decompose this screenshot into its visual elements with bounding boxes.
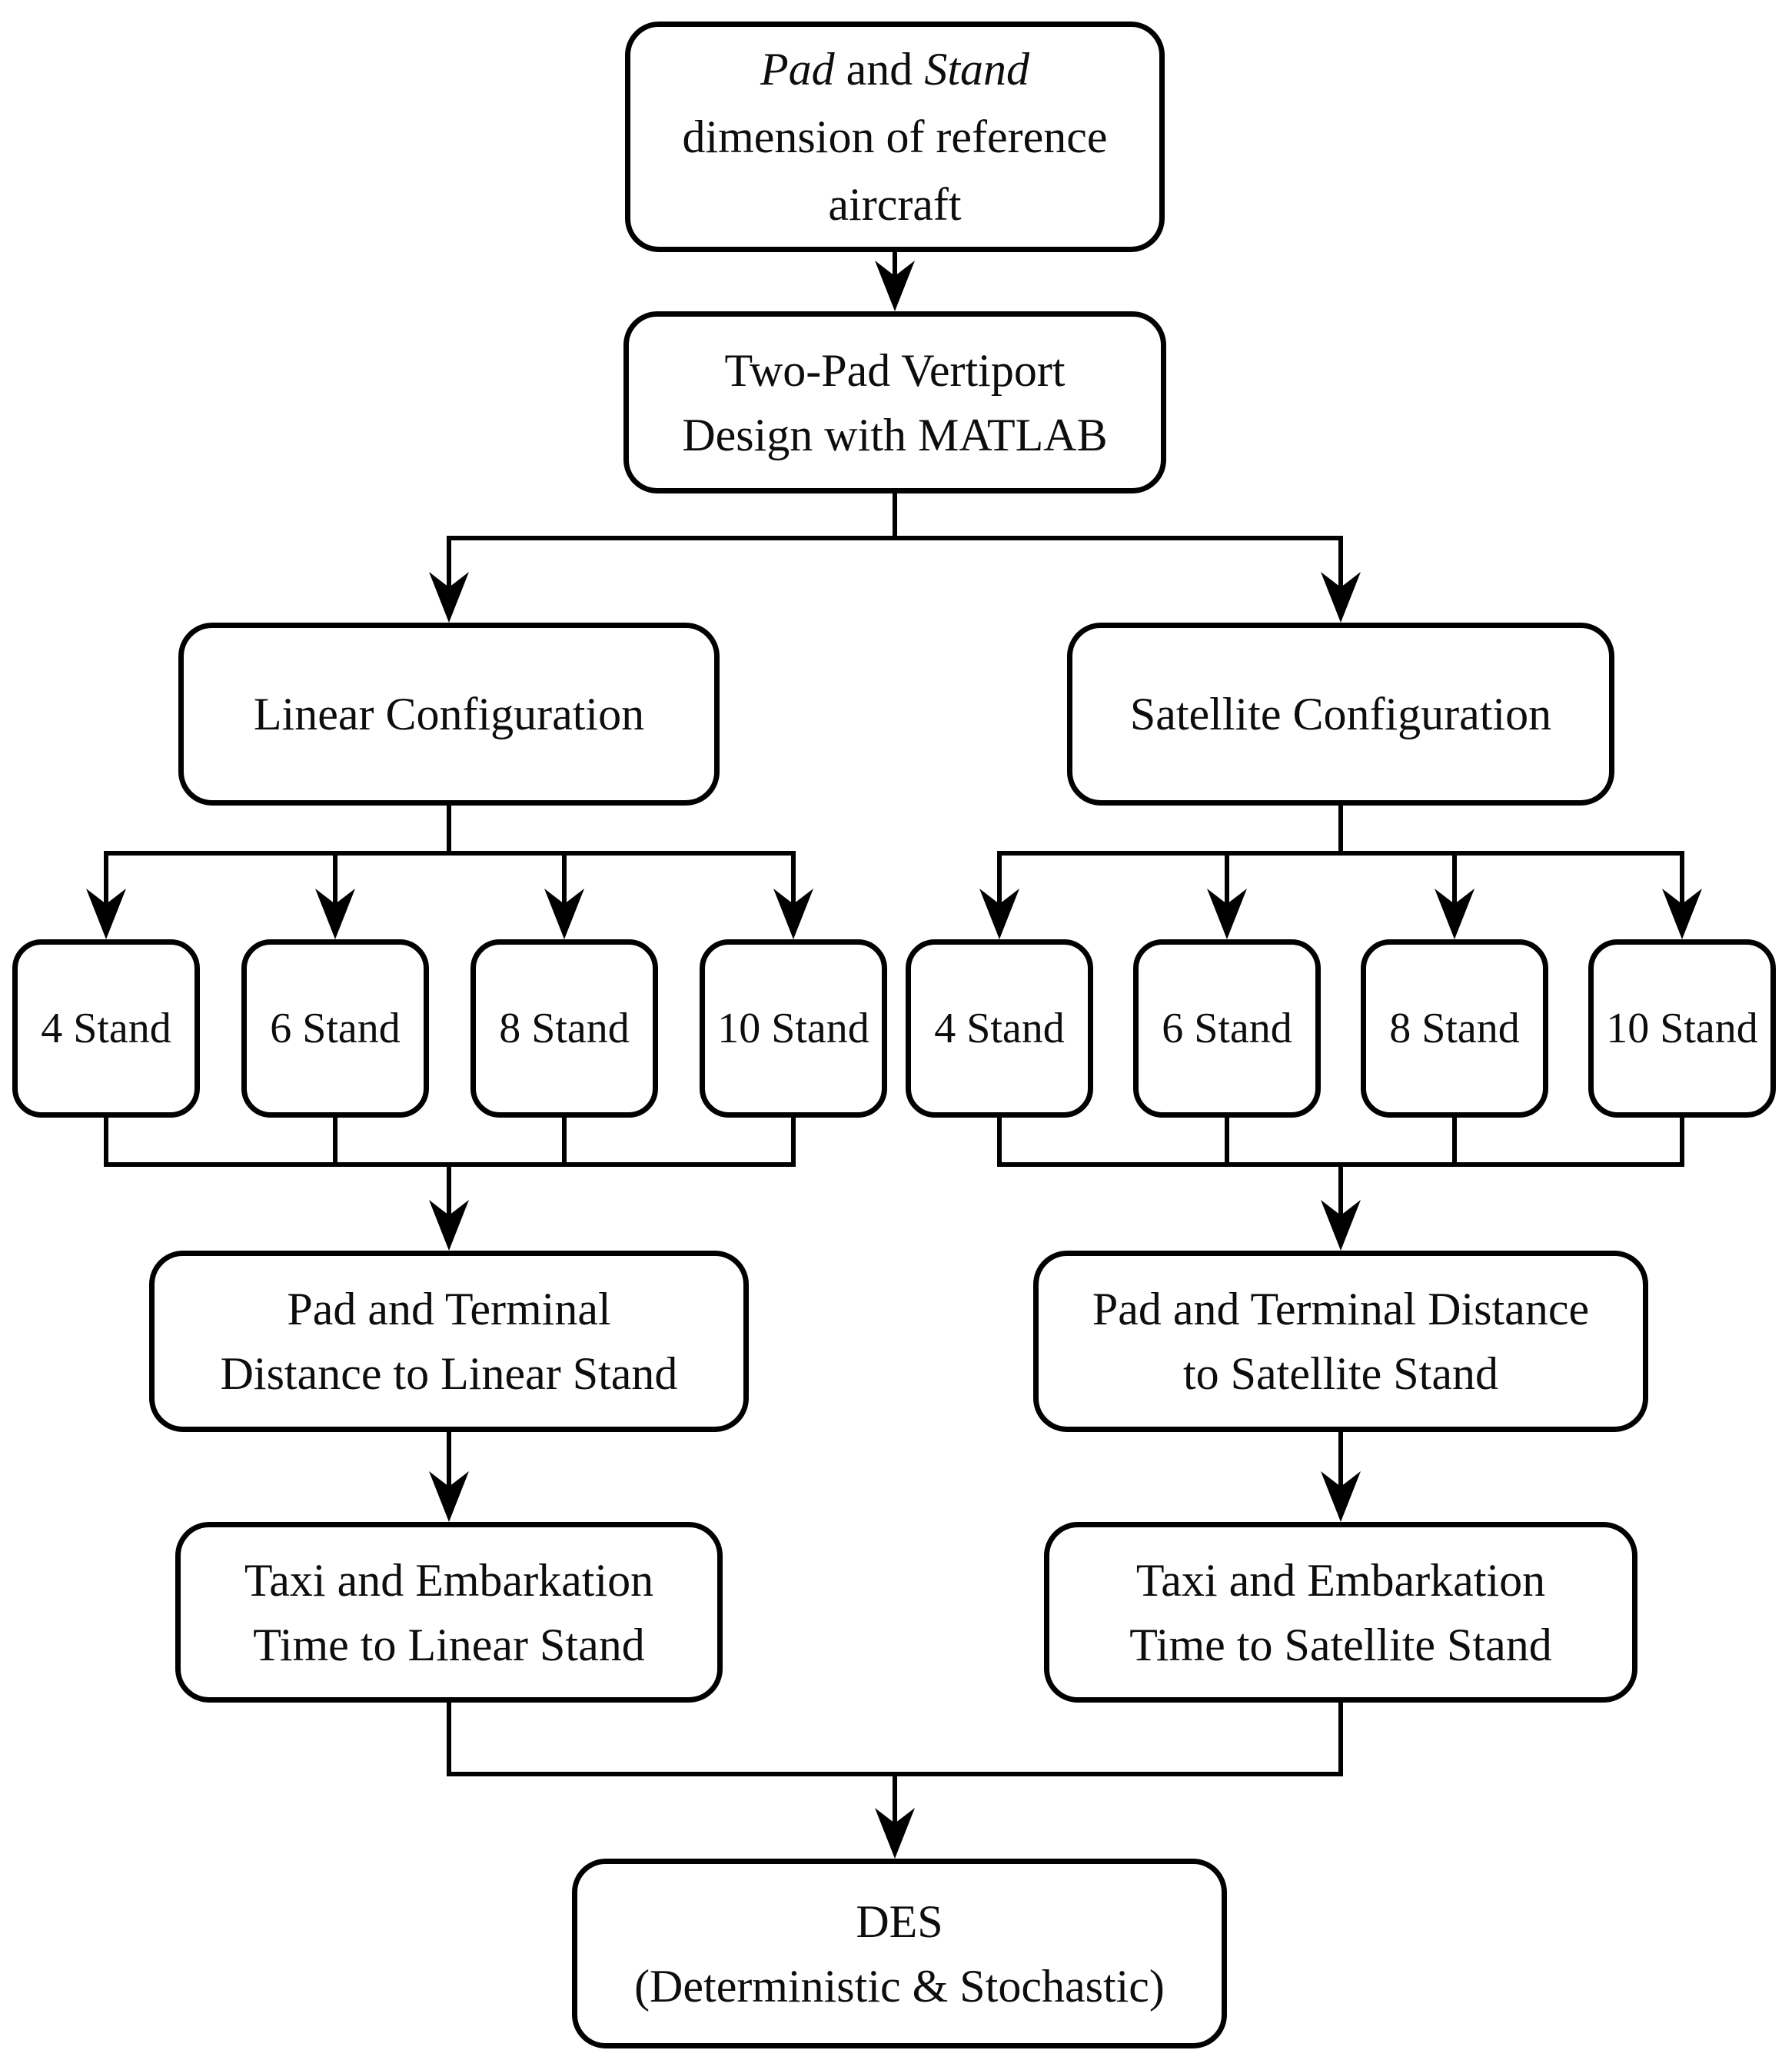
arrowhead-down-icon	[1662, 889, 1702, 939]
arrowhead-down-icon	[1321, 572, 1361, 623]
node-line: 10 Stand	[717, 1005, 869, 1052]
edge-satellite-config-to-stands	[979, 803, 1702, 939]
edge-pad-terminal-to-taxi-satellite	[1321, 1430, 1361, 1522]
node-pad-terminal-distance-satellite: Pad and Terminal Distance to Satellite S…	[1033, 1251, 1648, 1432]
node-linear-configuration: Linear Configuration	[178, 623, 720, 806]
arrowhead-down-icon	[979, 889, 1019, 939]
node-line: Time to Satellite Stand	[1129, 1619, 1552, 1670]
arrowhead-down-icon	[429, 572, 469, 623]
node-line: dimension of reference	[682, 111, 1108, 162]
arrowhead-down-icon	[429, 1471, 469, 1522]
node-line: Taxi and Embarkation	[1135, 1554, 1546, 1606]
node-satellite-configuration: Satellite Configuration	[1067, 623, 1614, 806]
node-line: to Satellite Stand	[1183, 1348, 1498, 1399]
node-line: Time to Linear Stand	[253, 1619, 645, 1670]
node-pad-terminal-distance-linear: Pad and Terminal Distance to Linear Stan…	[149, 1251, 749, 1432]
node-line: Satellite Configuration	[1129, 689, 1552, 739]
node-line: 10 Stand	[1606, 1005, 1758, 1052]
connector-line	[104, 1115, 796, 1218]
node-line: Pad and Stand	[760, 35, 1029, 103]
arrowhead-down-icon	[315, 889, 355, 939]
arrowhead-down-icon	[773, 889, 813, 939]
node-line: Distance to Linear Stand	[220, 1348, 678, 1399]
node-line: Linear Configuration	[253, 689, 645, 739]
arrowhead-down-icon	[1207, 889, 1247, 939]
connector-line	[997, 803, 1684, 906]
node-satellite-4-stand: 4 Stand	[906, 939, 1093, 1118]
node-line: aircraft	[828, 179, 962, 230]
node-line: 8 Stand	[1389, 1005, 1520, 1052]
arrowhead-down-icon	[875, 1808, 915, 1859]
connector-line	[447, 1700, 1343, 1826]
node-line: 4 Stand	[41, 1005, 171, 1052]
arrowhead-down-icon	[1435, 889, 1474, 939]
node-two-pad-vertiport-design: Two-Pad Vertiport Design with MATLAB	[623, 311, 1166, 493]
node-line: Two-Pad Vertiport	[724, 344, 1066, 396]
node-satellite-6-stand: 6 Stand	[1133, 939, 1321, 1118]
node-line: Design with MATLAB	[682, 409, 1108, 460]
edge-taxi-to-des	[447, 1700, 1343, 1859]
edge-matlab-to-configurations	[429, 491, 1361, 623]
edge-pad-terminal-to-taxi-linear	[429, 1430, 469, 1522]
edge-linear-stands-to-pad-terminal	[104, 1115, 796, 1251]
node-line: 8 Stand	[499, 1005, 630, 1052]
italic-pad: Pad	[760, 44, 835, 95]
node-reference-dimensions: Pad and Stand dimension of reference air…	[625, 22, 1165, 252]
node-line: Pad and Terminal Distance	[1092, 1284, 1590, 1334]
node-linear-8-stand: 8 Stand	[470, 939, 658, 1118]
connector-line	[997, 1115, 1684, 1218]
arrowhead-down-icon	[875, 261, 915, 311]
arrowhead-down-icon	[544, 889, 584, 939]
text-and: and	[834, 44, 925, 95]
edge-reference-to-matlab	[875, 250, 915, 311]
edge-satellite-stands-to-pad-terminal	[997, 1115, 1684, 1251]
node-satellite-10-stand: 10 Stand	[1588, 939, 1776, 1118]
edge-linear-config-to-stands	[86, 803, 813, 939]
node-des: DES (Deterministic & Stochastic)	[572, 1859, 1227, 2048]
node-line: (Deterministic & Stochastic)	[634, 1960, 1165, 2012]
node-linear-6-stand: 6 Stand	[241, 939, 429, 1118]
node-linear-10-stand: 10 Stand	[700, 939, 887, 1118]
italic-stand: Stand	[924, 44, 1029, 95]
connector-line	[447, 491, 1343, 590]
node-line: 6 Stand	[1162, 1005, 1292, 1052]
arrowhead-down-icon	[86, 889, 126, 939]
node-line: Pad and Terminal	[287, 1284, 611, 1334]
node-line: Taxi and Embarkation	[244, 1554, 654, 1606]
node-satellite-8-stand: 8 Stand	[1361, 939, 1548, 1118]
connector-line	[104, 803, 796, 906]
node-linear-4-stand: 4 Stand	[12, 939, 200, 1118]
arrowhead-down-icon	[1321, 1471, 1361, 1522]
arrowhead-down-icon	[1321, 1200, 1361, 1251]
arrowhead-down-icon	[429, 1200, 469, 1251]
node-line: 4 Stand	[934, 1005, 1065, 1052]
node-taxi-embarkation-time-satellite: Taxi and Embarkation Time to Satellite S…	[1044, 1522, 1637, 1703]
node-taxi-embarkation-time-linear: Taxi and Embarkation Time to Linear Stan…	[175, 1522, 723, 1703]
node-line: DES	[856, 1896, 943, 1947]
node-line: 6 Stand	[270, 1005, 401, 1052]
